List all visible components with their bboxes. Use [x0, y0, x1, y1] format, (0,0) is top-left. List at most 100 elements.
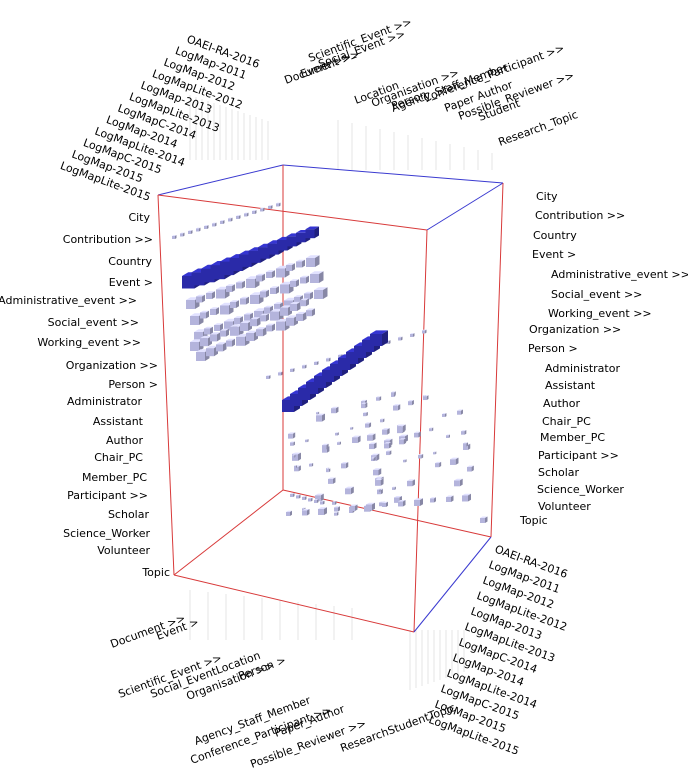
cube-top [392, 486, 396, 488]
cube-top [326, 357, 331, 359]
cube-side [298, 465, 301, 472]
cube-front [407, 480, 413, 487]
match-cube [314, 499, 319, 503]
right-axis-label: Science_Worker [537, 483, 624, 496]
match-cube [373, 468, 382, 476]
match-cube [316, 413, 325, 422]
match-cube [220, 328, 229, 337]
cube-front [206, 293, 212, 299]
cube-front [382, 429, 388, 435]
cube-side [337, 432, 339, 436]
cube-front [280, 307, 288, 316]
cube-front [335, 432, 338, 436]
cube-side [307, 439, 309, 443]
cube-top [373, 468, 382, 470]
cube-front [308, 498, 311, 502]
cube-top [423, 395, 427, 396]
cube-front [315, 495, 321, 502]
cube-front [276, 268, 285, 278]
frame-edge [157, 164, 284, 196]
cube-top [276, 202, 281, 204]
cube-front [430, 498, 434, 503]
cube-top [266, 323, 275, 326]
cube-front [322, 445, 327, 450]
cube-front [278, 372, 281, 376]
cube-top [306, 255, 320, 258]
match-cube [407, 479, 415, 487]
cube-front [334, 512, 337, 516]
cube-top [302, 496, 307, 497]
cube-front [352, 437, 358, 444]
cube-top [331, 406, 339, 409]
right-axis-label: Participant >> [538, 449, 619, 462]
left-axis-label: Author [106, 434, 144, 447]
cube-side [217, 332, 221, 342]
cube-front [302, 497, 305, 500]
match-cube [292, 452, 301, 461]
cube-front [386, 451, 390, 456]
cube-front [418, 455, 422, 459]
cube-front [326, 358, 329, 362]
cube-top [240, 296, 249, 299]
cube-side [307, 509, 310, 516]
match-cube [334, 511, 339, 516]
cube-top [382, 428, 390, 430]
cube-side [263, 207, 265, 212]
cube-side [411, 400, 414, 406]
match-cube [446, 495, 454, 502]
cube-side [352, 426, 354, 430]
cube-front [260, 208, 263, 212]
cube-side [426, 395, 429, 401]
cube-side [231, 217, 233, 222]
cube-top [375, 476, 384, 479]
cube-top [296, 259, 305, 262]
cube-side [394, 486, 396, 490]
cube-front [379, 502, 383, 507]
cube-front [239, 254, 252, 267]
cube-front [246, 333, 254, 341]
left-axis-label: Chair_PC [94, 451, 143, 464]
cube-front [392, 487, 395, 490]
cube-front [350, 506, 355, 511]
cube-front [331, 408, 336, 414]
cube-front [290, 442, 294, 446]
cube-side [412, 479, 415, 487]
cube-top [435, 461, 442, 464]
cube-front [302, 365, 305, 369]
cube-side [272, 323, 275, 332]
cube-front [296, 261, 302, 268]
cube-front [172, 236, 175, 239]
cube-side [405, 459, 407, 463]
cube-top [244, 212, 249, 214]
cube-front [300, 300, 306, 307]
cube-side [183, 232, 185, 237]
cube-top [266, 375, 271, 376]
cube-top [220, 220, 225, 221]
cube-front [186, 300, 195, 309]
match-cube [244, 212, 249, 217]
match-cube [266, 323, 275, 332]
cube-front [188, 231, 191, 234]
match-cube [314, 361, 319, 365]
cube-side [485, 516, 488, 523]
match-cube [433, 451, 437, 455]
cube-top [306, 308, 315, 311]
cube-front [294, 297, 300, 303]
cube-side [420, 498, 423, 506]
cube-top [371, 456, 376, 458]
cube-front [250, 319, 257, 327]
match-cube [352, 435, 361, 444]
match-cube [328, 477, 336, 484]
frame-edge [490, 182, 504, 538]
cube-side [439, 461, 442, 468]
match-cube [398, 336, 403, 341]
cube-side [401, 336, 403, 341]
cube-front [442, 413, 445, 417]
cube-top [296, 494, 301, 496]
cube-front [306, 258, 315, 267]
match-cube [382, 501, 388, 507]
cube-top [377, 489, 381, 490]
cube-top [399, 438, 407, 440]
cube-side [373, 457, 375, 462]
